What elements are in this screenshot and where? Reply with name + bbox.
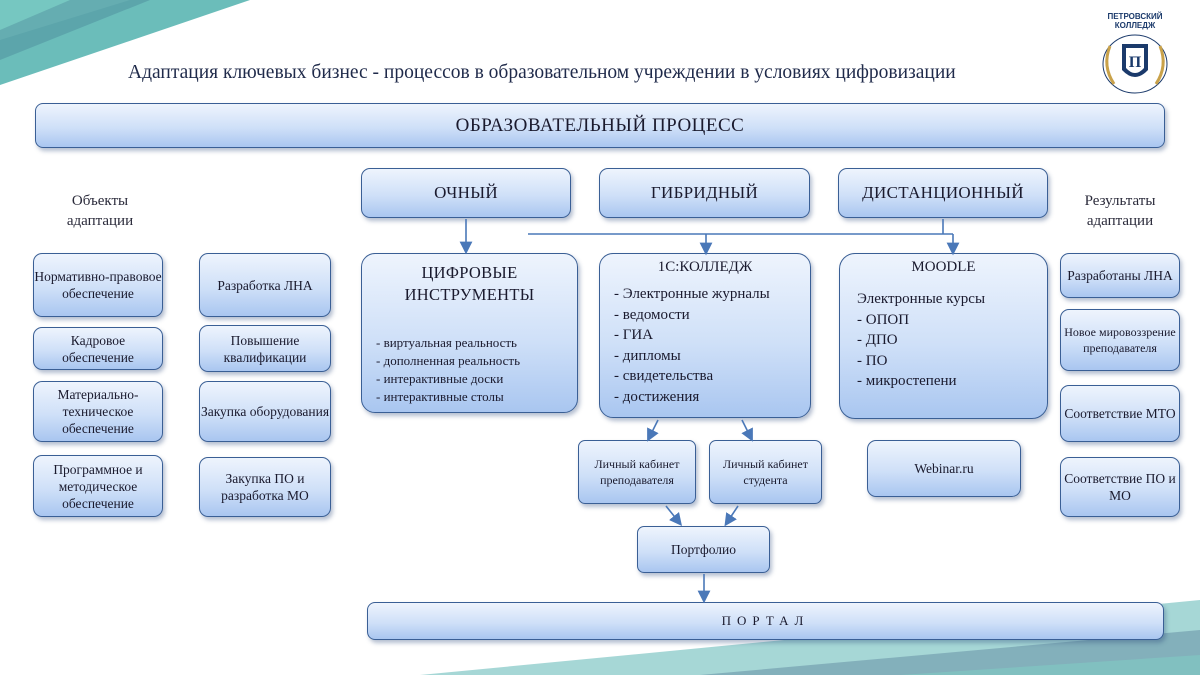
- object-item-label: Программное и методическое обеспечение: [53, 461, 143, 511]
- action-item: Повышение квалификации: [199, 325, 331, 372]
- list-item: - свидетельства: [614, 368, 714, 384]
- slide-title: Адаптация ключевых бизнес - процессов в …: [128, 62, 956, 83]
- object-item-label: Кадровое обеспечение: [62, 332, 134, 365]
- action-item-label: Закупка ПО и разработка МО: [221, 471, 309, 503]
- moodle-title-text: MOODLE: [911, 259, 976, 275]
- moodle-title: MOODLE: [840, 259, 1047, 276]
- object-item-label: Нормативно-правовое обеспечение: [34, 269, 162, 301]
- list-item: - дополненная реальность: [376, 353, 520, 368]
- teacher-cabinet: Личный кабинет преподавателя: [578, 440, 696, 504]
- action-item: Закупка оборудования: [199, 381, 331, 442]
- result-item-label: Соответствие МТО: [1064, 406, 1176, 421]
- object-item: Кадровое обеспечение: [33, 327, 163, 370]
- list-item: - микростепени: [857, 373, 957, 389]
- portfolio-label: Портфолио: [670, 542, 736, 557]
- svg-text:П: П: [1129, 54, 1142, 71]
- college-logo: ПЕТРОВСКИЙ КОЛЛЕДЖ П: [1080, 8, 1190, 98]
- digital-tools-list: - виртуальная реальность - дополненная р…: [376, 334, 520, 406]
- action-item: Закупка ПО и разработка МО: [199, 457, 331, 517]
- list-item: - интерактивные столы: [376, 389, 504, 404]
- college1c-card: 1С:КОЛЛЕДЖ - Электронные журналы - ведом…: [599, 253, 811, 418]
- moodle-list: Электронные курсы - ОПОП - ДПО - ПО - ми…: [857, 289, 985, 392]
- list-item: - виртуальная реальность: [376, 335, 517, 350]
- objects-label-line2: адаптации: [66, 213, 134, 229]
- list-item: - ДПО: [857, 332, 898, 348]
- portal-bar: ПОРТАЛ: [367, 602, 1164, 640]
- list-item: - ведомости: [614, 306, 690, 323]
- college1c-list: - Электронные журналы - ведомости - ГИА …: [614, 284, 770, 407]
- student-cabinet-label: Личный кабинет студента: [723, 457, 808, 487]
- objects-label-line1: Объекты: [71, 193, 129, 209]
- mode-ochny: ОЧНЫЙ: [361, 168, 571, 218]
- list-item: - ПО: [857, 352, 888, 369]
- action-item-label: Повышение квалификации: [223, 332, 307, 365]
- results-label-line2: адаптации: [1086, 213, 1154, 229]
- portfolio-box: Портфолио: [637, 526, 770, 573]
- list-item: - дипломы: [614, 347, 681, 364]
- action-item-label: Разработка ЛНА: [217, 277, 313, 293]
- college1c-title-text: 1С:КОЛЛЕДЖ: [657, 259, 753, 275]
- portal-label: ПОРТАЛ: [721, 613, 810, 628]
- list-item: - ОПОП: [857, 311, 910, 328]
- digital-tools-title-line2: ИНСТРУМЕНТЫ: [404, 285, 535, 304]
- moodle-card: MOODLE Электронные курсы - ОПОП - ДПО - …: [839, 253, 1048, 419]
- object-item-label: Материально-техническое обеспечение: [57, 387, 139, 436]
- action-item-label: Закупка оборудования: [200, 404, 330, 419]
- logo-line2: КОЛЛЕДЖ: [1114, 21, 1156, 30]
- student-cabinet: Личный кабинет студента: [709, 440, 822, 504]
- webinar-box: Webinar.ru: [867, 440, 1021, 497]
- result-item: Соответствие МТО: [1060, 385, 1180, 442]
- object-item: Программное и методическое обеспечение: [33, 455, 163, 517]
- list-item: - достижения: [614, 388, 700, 405]
- logo-line1: ПЕТРОВСКИЙ: [1107, 12, 1163, 21]
- result-item: Соответствие ПО и МО: [1060, 457, 1180, 517]
- digital-tools-title: ЦИФРОВЫЕ ИНСТРУМЕНТЫ: [362, 262, 577, 306]
- list-item: - Электронные журналы: [614, 286, 770, 302]
- action-item: Разработка ЛНА: [199, 253, 331, 317]
- main-process-title: ОБРАЗОВАТЕЛЬНЫЙ ПРОЦЕСС: [455, 114, 745, 136]
- result-item-label: Соответствие ПО и МО: [1064, 471, 1176, 503]
- result-item: Новое мировоззрение преподавателя: [1060, 309, 1180, 371]
- results-label: Результаты адаптации: [1055, 191, 1185, 231]
- logo-text: ПЕТРОВСКИЙ КОЛЛЕДЖ: [1080, 12, 1190, 30]
- mode-ochny-label: ОЧНЫЙ: [434, 183, 498, 202]
- college-crest-icon: П: [1102, 34, 1168, 94]
- result-item: Разработаны ЛНА: [1060, 253, 1180, 298]
- results-label-line1: Результаты: [1084, 193, 1156, 209]
- list-item: - ГИА: [614, 327, 654, 343]
- list-item: Электронные курсы: [857, 291, 986, 307]
- list-item: - интерактивные доски: [376, 371, 504, 386]
- object-item: Нормативно-правовое обеспечение: [33, 253, 163, 317]
- webinar-label: Webinar.ru: [914, 461, 974, 476]
- college1c-title: 1С:КОЛЛЕДЖ: [600, 259, 810, 276]
- main-process-header: ОБРАЗОВАТЕЛЬНЫЙ ПРОЦЕСС: [35, 103, 1165, 148]
- digital-tools-title-line1: ЦИФРОВЫЕ: [421, 263, 518, 282]
- mode-hybrid-label: ГИБРИДНЫЙ: [650, 183, 759, 202]
- object-item: Материально-техническое обеспечение: [33, 381, 163, 442]
- objects-label: Объекты адаптации: [40, 191, 160, 231]
- result-item-label: Разработаны ЛНА: [1067, 268, 1173, 283]
- teacher-cabinet-label: Личный кабинет преподавателя: [594, 457, 680, 487]
- mode-hybrid: ГИБРИДНЫЙ: [599, 168, 810, 218]
- result-item-label: Новое мировоззрение преподавателя: [1064, 325, 1176, 355]
- mode-distance-label: ДИСТАНЦИОННЫЙ: [862, 183, 1024, 202]
- digital-tools-card: ЦИФРОВЫЕ ИНСТРУМЕНТЫ - виртуальная реаль…: [361, 253, 578, 413]
- mode-distance: ДИСТАНЦИОННЫЙ: [838, 168, 1048, 218]
